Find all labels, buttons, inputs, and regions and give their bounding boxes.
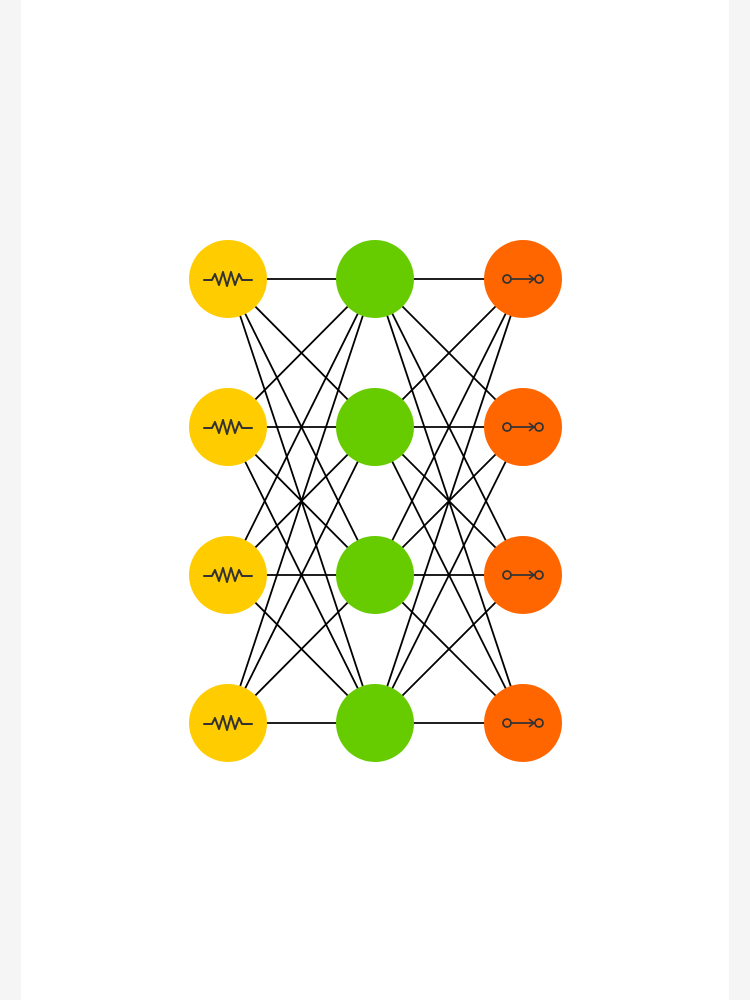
input-node-4 xyxy=(189,684,267,762)
edge-hidden3-output1 xyxy=(374,278,524,576)
resistor-zigzag-icon xyxy=(203,715,253,731)
output-node-1 xyxy=(484,240,562,318)
background-sheet xyxy=(21,0,729,1000)
output-node-4 xyxy=(484,684,562,762)
resistor-zigzag-icon xyxy=(203,567,253,583)
edge-input4-hidden1 xyxy=(227,278,376,724)
hidden-node-2 xyxy=(336,388,414,466)
circle-arrow-circle-icon xyxy=(502,422,544,432)
edge-input3-hidden1 xyxy=(227,278,376,576)
resistor-zigzag-icon xyxy=(203,271,253,287)
hidden-node-3 xyxy=(336,536,414,614)
input-node-1 xyxy=(189,240,267,318)
circle-arrow-circle-icon xyxy=(502,718,544,728)
circle-arrow-circle-icon xyxy=(502,570,544,580)
edge-hidden4-output1 xyxy=(374,278,524,724)
edge-input4-hidden2 xyxy=(227,426,376,724)
output-node-2 xyxy=(484,388,562,466)
output-node-3 xyxy=(484,536,562,614)
hidden-node-1 xyxy=(336,240,414,318)
hidden-node-4 xyxy=(336,684,414,762)
input-node-3 xyxy=(189,536,267,614)
resistor-zigzag-icon xyxy=(203,419,253,435)
edge-hidden4-output2 xyxy=(374,426,524,724)
connections xyxy=(227,278,524,724)
nodes xyxy=(189,240,562,762)
circle-arrow-circle-icon xyxy=(502,274,544,284)
input-node-2 xyxy=(189,388,267,466)
